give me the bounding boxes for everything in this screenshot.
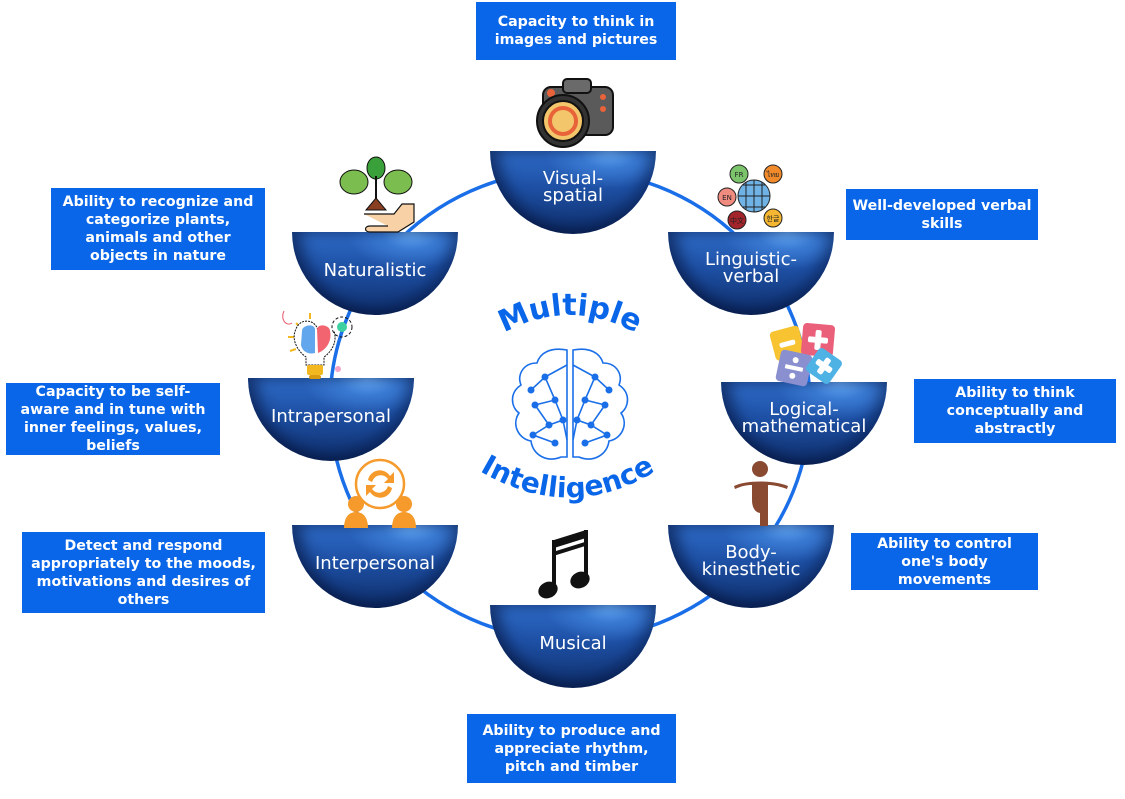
description-linguistic-verbal: Well-developed verbal skills xyxy=(846,189,1038,240)
label-body-kinesthetic-2: kinesthetic xyxy=(701,558,801,580)
bowl-logical-mathematical: Logical-mathematical xyxy=(721,382,887,465)
label-naturalistic: Naturalistic xyxy=(323,260,427,281)
description-interpersonal: Detect and respond appropriately to the … xyxy=(22,532,265,613)
label-musical: Musical xyxy=(539,633,607,654)
tag-en: EN xyxy=(722,194,732,202)
label-logical-mathematical-2: mathematical xyxy=(741,415,867,437)
label-linguistic-verbal-1: Linguistic- xyxy=(704,248,798,270)
title-line1: Multiple xyxy=(493,288,648,340)
label-body-kinesthetic-1: Body- xyxy=(725,541,777,563)
people-exchange-icon xyxy=(344,458,416,528)
tag-chinese: 中文 xyxy=(730,216,744,225)
label-intrapersonal: Intrapersonal xyxy=(271,406,391,427)
plant-in-hand-icon xyxy=(339,156,415,233)
label-interpersonal: Interpersonal xyxy=(315,553,435,574)
description-intrapersonal: Capacity to be self-aware and in tune wi… xyxy=(6,383,220,455)
label-linguistic-verbal-2: verbal xyxy=(722,265,780,287)
brain-network-icon xyxy=(511,348,629,460)
camera-icon xyxy=(536,78,614,148)
language-globe-icon: FR ไทย EN 中文 한글 xyxy=(717,164,783,230)
tag-korean: 한글 xyxy=(767,215,780,223)
description-naturalistic: Ability to recognize and categorize plan… xyxy=(51,188,265,270)
lightbulb-brain-icon xyxy=(282,310,353,379)
balancing-person-icon xyxy=(734,461,788,526)
music-note-icon xyxy=(538,530,590,599)
description-visual-spatial: Capacity to think in images and pictures xyxy=(476,2,676,60)
tag-thai: ไทย xyxy=(766,170,779,179)
label-visual-spatial-2: spatial xyxy=(543,184,603,206)
description-musical: Ability to produce and appreciate rhythm… xyxy=(467,714,676,783)
tag-fr: FR xyxy=(735,171,744,179)
math-operators-icon xyxy=(769,322,842,387)
description-logical-mathematical: Ability to think conceptually and abstra… xyxy=(914,379,1116,443)
label-logical-mathematical-1: Logical- xyxy=(769,398,839,420)
description-body-kinesthetic: Ability to control one's body movements xyxy=(851,533,1038,590)
label-visual-spatial-1: Visual- xyxy=(542,167,604,189)
center-title: Multiple Intelligence xyxy=(476,288,659,505)
